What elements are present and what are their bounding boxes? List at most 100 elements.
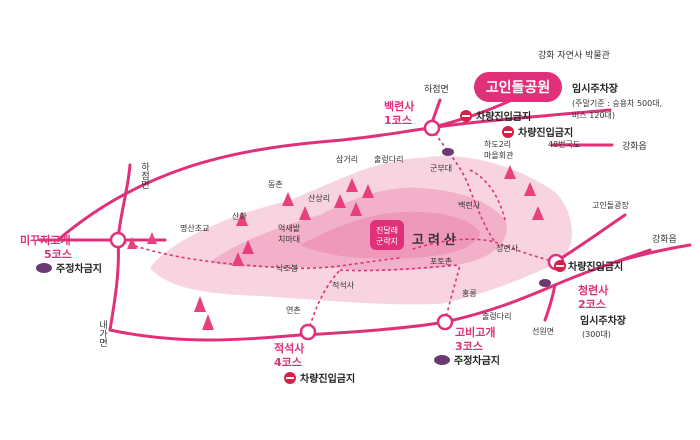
no-parking-icon: [434, 355, 450, 365]
peak-icon: [362, 184, 374, 198]
hado2-label-2: 마을회관: [484, 150, 514, 160]
dolmen-park-label: 고인돌공원: [486, 79, 550, 96]
peak-icon: [299, 206, 311, 220]
peak-icon: [232, 252, 244, 266]
no-entry-3: 차량진입금지: [554, 260, 623, 273]
hajeommyeon-top-label: 하점면: [424, 83, 449, 95]
chulreongdari-2-label: 출렁다리: [482, 311, 511, 321]
peak-icon: [236, 212, 248, 226]
road-south: [108, 248, 652, 342]
samgeori-label: 삼거리: [336, 154, 358, 164]
seonwonmyeon-label: 선원면: [532, 326, 554, 336]
temp-parking-title: 임시주차장: [572, 82, 619, 95]
course-4-num: 4코스: [274, 356, 302, 369]
course-2-name: 청련사: [578, 283, 609, 297]
ganghwaeup-1-label: 강화읍: [622, 141, 647, 152]
trailhead-4: [299, 323, 317, 341]
peak-icon: [202, 314, 214, 330]
baekryeonsa-label: 백련사: [458, 200, 481, 210]
peak-icon: [282, 192, 294, 206]
no-parking-label: 주정차금지: [56, 262, 102, 275]
no-entry-label: 차량진입금지: [518, 126, 573, 139]
no-entry-label: 차량진입금지: [476, 110, 531, 123]
course-3-name: 고비고개: [455, 325, 495, 339]
eoksae-label-2: 치마대: [278, 235, 300, 244]
no-parking-icon: [36, 263, 52, 273]
road-hajeom-left: [116, 163, 132, 242]
no-entry-4: 차량진입금지: [284, 372, 355, 385]
peak-icon: [147, 232, 157, 244]
hado2-label-1: 하도2리: [484, 139, 511, 149]
road-ganghwa-east2: [613, 243, 692, 264]
dolmen-park-badge: [474, 72, 562, 102]
museum-label: 강화 자연사 박물관: [538, 50, 610, 61]
no-entry-2: 차량진입금지: [502, 126, 573, 139]
temp-parking-detail-2: 버스 120대): [572, 110, 615, 120]
course-4-name: 적석사: [274, 341, 305, 355]
peak-icon: [194, 296, 206, 312]
goryeosan-label: 고려산: [412, 232, 460, 248]
peak-icon: [127, 237, 137, 249]
peak-icon: [242, 240, 254, 254]
naegamyeon-label: 내가면: [97, 320, 107, 347]
road-naega: [108, 238, 120, 332]
trail-5: [117, 239, 401, 270]
trail-1b: [469, 169, 506, 221]
peak-icon: [350, 202, 362, 216]
hajeommyeon-left-label: 하점면: [139, 162, 149, 189]
no-entry-label: 차량진입금지: [300, 372, 355, 385]
dolmen-square-label: 고인돌광장: [592, 200, 629, 210]
myeongsan-label: 명산초교: [180, 223, 209, 233]
ganghwaeup-2-label: 강화읍: [652, 234, 677, 245]
road-north: [56, 108, 612, 242]
chulreongdari-1-label: 출렁다리: [374, 154, 403, 164]
route48-label: 48번국도: [548, 140, 580, 149]
sansangri-label: 산상리: [308, 193, 330, 203]
trailhead-1: [423, 119, 441, 137]
trail-3: [444, 264, 461, 323]
potochon-label: 포토촌: [430, 257, 452, 266]
no-entry-1: 차량진입금지: [460, 110, 531, 123]
nakjobong-label: 낙조봉: [276, 263, 298, 273]
peak-icon: [524, 182, 536, 196]
temp-parking-2-detail: (300대): [582, 330, 611, 339]
temp-parking-detail-1: (주말기준 : 승용차 500대,: [572, 99, 662, 108]
hongneung-label: 홍릉: [462, 288, 477, 298]
azalea-label-2: 군락지: [376, 236, 398, 246]
dongchon-label: 동촌: [268, 180, 283, 189]
trail-2: [409, 238, 556, 263]
cheongryeonsa-label: 청련사: [496, 243, 519, 253]
peak-icon: [532, 206, 544, 220]
sanhwa-label: 산화: [232, 211, 247, 221]
trail-1: [431, 127, 496, 243]
peak-icon: [346, 178, 358, 192]
trailhead-3: [436, 313, 454, 331]
parking-icon: [442, 148, 454, 156]
yeonchon-label: 연촌: [286, 306, 301, 315]
trail-mid: [339, 264, 461, 272]
parking-icon: [539, 279, 551, 287]
peak-icon: [334, 194, 346, 208]
no-entry-label: 차량진입금지: [568, 260, 623, 273]
road-seonwon: [543, 283, 557, 322]
gunbudae-label: 군부대: [430, 164, 452, 173]
trailhead-5: [109, 231, 127, 249]
temp-parking-2-title: 임시주차장: [580, 314, 627, 327]
no-parking-label: 주정차금지: [454, 354, 500, 367]
peaks: [127, 165, 544, 330]
peak-icon: [504, 165, 516, 179]
jeokseoksa-label: 적석사: [332, 280, 355, 290]
no-parking-2: 주정차금지: [434, 354, 500, 367]
course-5-num: 5코스: [44, 248, 72, 261]
azalea-badge: [370, 220, 404, 250]
azalea-label-1: 진달래: [376, 225, 398, 235]
course-1-name: 백련사: [384, 99, 415, 113]
course-2-num: 2코스: [578, 298, 606, 311]
course-5-name: 미꾸지고개: [20, 233, 71, 247]
course-1-num: 1코스: [384, 114, 412, 127]
no-parking-1: 주정차금지: [36, 262, 102, 275]
hiking-trails: [117, 127, 556, 333]
eoksae-label-1: 억새밭: [278, 223, 301, 233]
course-3-num: 3코스: [455, 340, 483, 353]
